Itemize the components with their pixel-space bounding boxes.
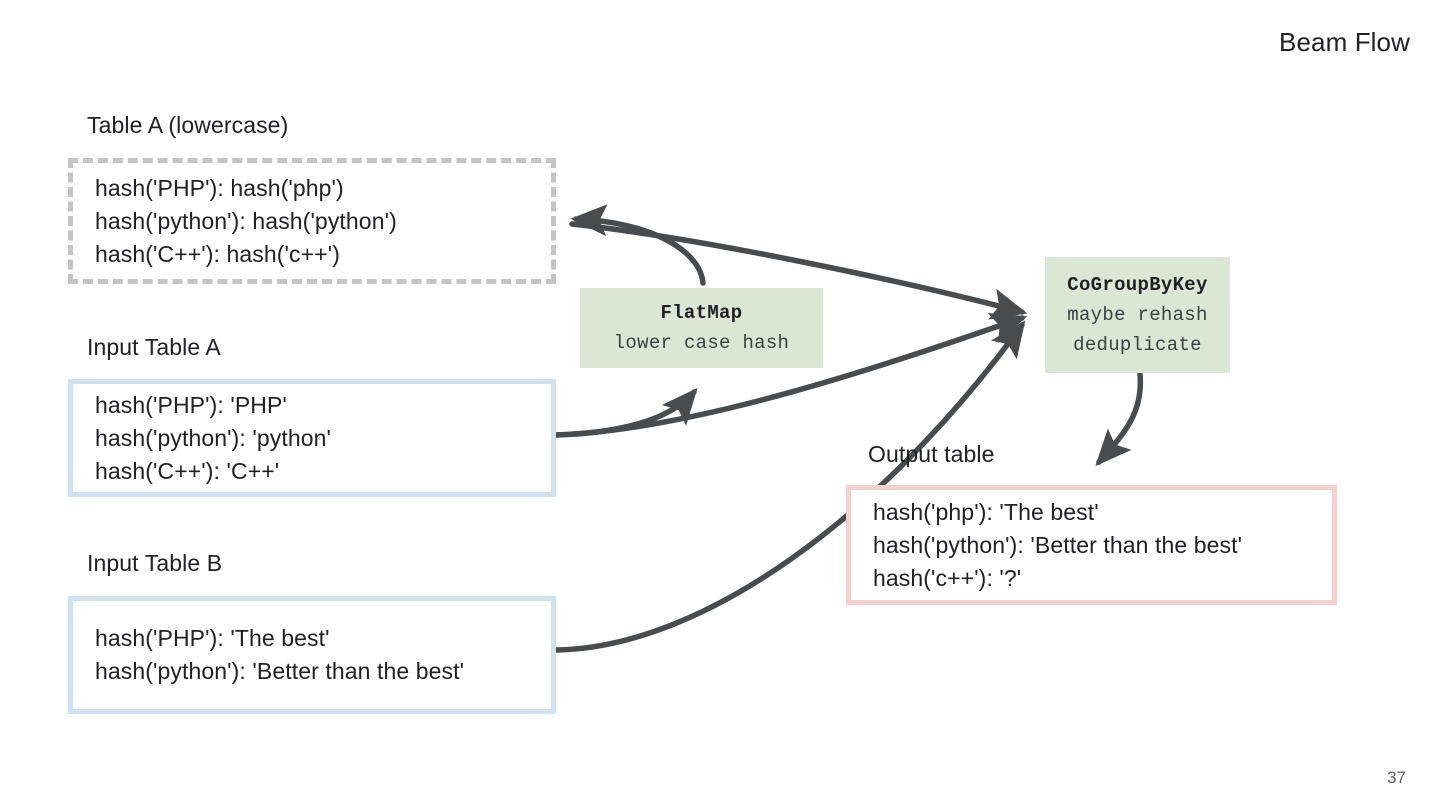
table-a-lowercase-box: hash('PHP'): hash('php') hash('python'):… [68, 158, 556, 284]
transform-flatmap[interactable]: FlatMap lower case hash [580, 288, 823, 368]
input-table-b-box: hash('PHP'): 'The best' hash('python'): … [68, 596, 556, 714]
table-row: hash('php'): 'The best' [873, 498, 1099, 525]
arrow-input-a-to-flatmap [553, 387, 698, 438]
page-number: 37 [1387, 768, 1406, 787]
transform-flatmap-line: lower case hash [613, 332, 790, 354]
table-row: hash('python'): 'python' [95, 424, 332, 451]
transform-cogroupbykey-line: deduplicate [1073, 334, 1202, 356]
table-row: hash('C++'): hash('c++') [95, 240, 340, 267]
input-table-a-box: hash('PHP'): 'PHP' hash('python'): 'pyth… [68, 379, 556, 497]
caption-input-table-b: Input Table B [87, 550, 223, 576]
transform-cogroupbykey-title: CoGroupByKey [1067, 274, 1208, 296]
transform-cogroupbykey[interactable]: CoGroupByKey maybe rehash deduplicate [1045, 257, 1230, 373]
page-title: Beam Flow [1279, 27, 1410, 57]
table-row: hash('C++'): 'C++' [95, 457, 280, 484]
table-row: hash('python'): hash('python') [95, 207, 397, 234]
arrow-flatmap-to-table-a-lower [570, 204, 706, 286]
table-row: hash('PHP'): hash('php') [95, 174, 344, 201]
table-row: hash('python'): 'Better than the best' [95, 658, 465, 684]
table-row: hash('PHP'): 'The best' [95, 625, 330, 651]
table-row: hash('PHP'): 'PHP' [95, 391, 287, 418]
caption-output-table: Output table [868, 441, 995, 467]
transform-cogroupbykey-line: maybe rehash [1067, 304, 1208, 326]
caption-table-a-lowercase: Table A (lowercase) [87, 112, 289, 138]
caption-input-table-a: Input Table A [87, 334, 221, 360]
arrow-cogroupbykey-to-output [1095, 371, 1144, 467]
table-row: hash('python'): 'Better than the best' [873, 531, 1243, 558]
table-row: hash('c++'): '?' [873, 564, 1022, 591]
transform-flatmap-title: FlatMap [660, 302, 743, 324]
output-table-box: hash('php'): 'The best' hash('python'): … [846, 485, 1337, 605]
